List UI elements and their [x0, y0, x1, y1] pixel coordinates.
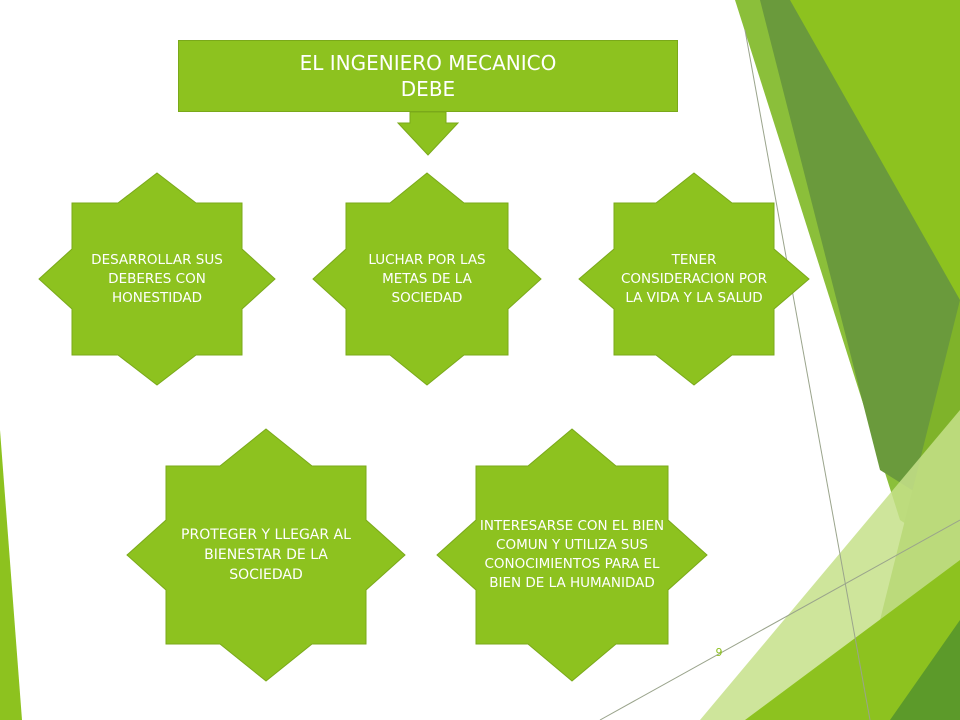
down-arrow-icon [396, 111, 460, 156]
left-deco-triangle [0, 430, 22, 720]
star-shape [38, 172, 276, 386]
page-number: 9 [715, 646, 723, 659]
star-shape [126, 428, 406, 682]
star-label-vida-salud: TENER CONSIDERACION POR LA VIDA Y LA SAL… [620, 251, 768, 306]
right-deco-lower [745, 560, 960, 720]
star-shape [436, 428, 708, 682]
star-shape [312, 172, 542, 386]
star-label-honestidad: DESARROLLAR SUS DEBERES CON HONESTIDAD [91, 251, 223, 306]
star-label-bienestar: PROTEGER Y LLEGAR AL BIENESTAR DE LA SOC… [181, 527, 351, 583]
star-label-humanidad: INTERESARSE CON EL BIEN COMUN Y UTILIZA … [479, 518, 665, 591]
title-box: EL INGENIERO MECANICO DEBE [178, 40, 678, 112]
star-shape [578, 172, 810, 386]
star-label-sociedad: LUCHAR POR LAS METAS DE LA SOCIEDAD [368, 251, 486, 306]
deco-line [744, 29, 871, 720]
right-deco-top [790, 0, 960, 300]
deco-line [599, 519, 960, 720]
right-deco-corner [890, 620, 960, 720]
